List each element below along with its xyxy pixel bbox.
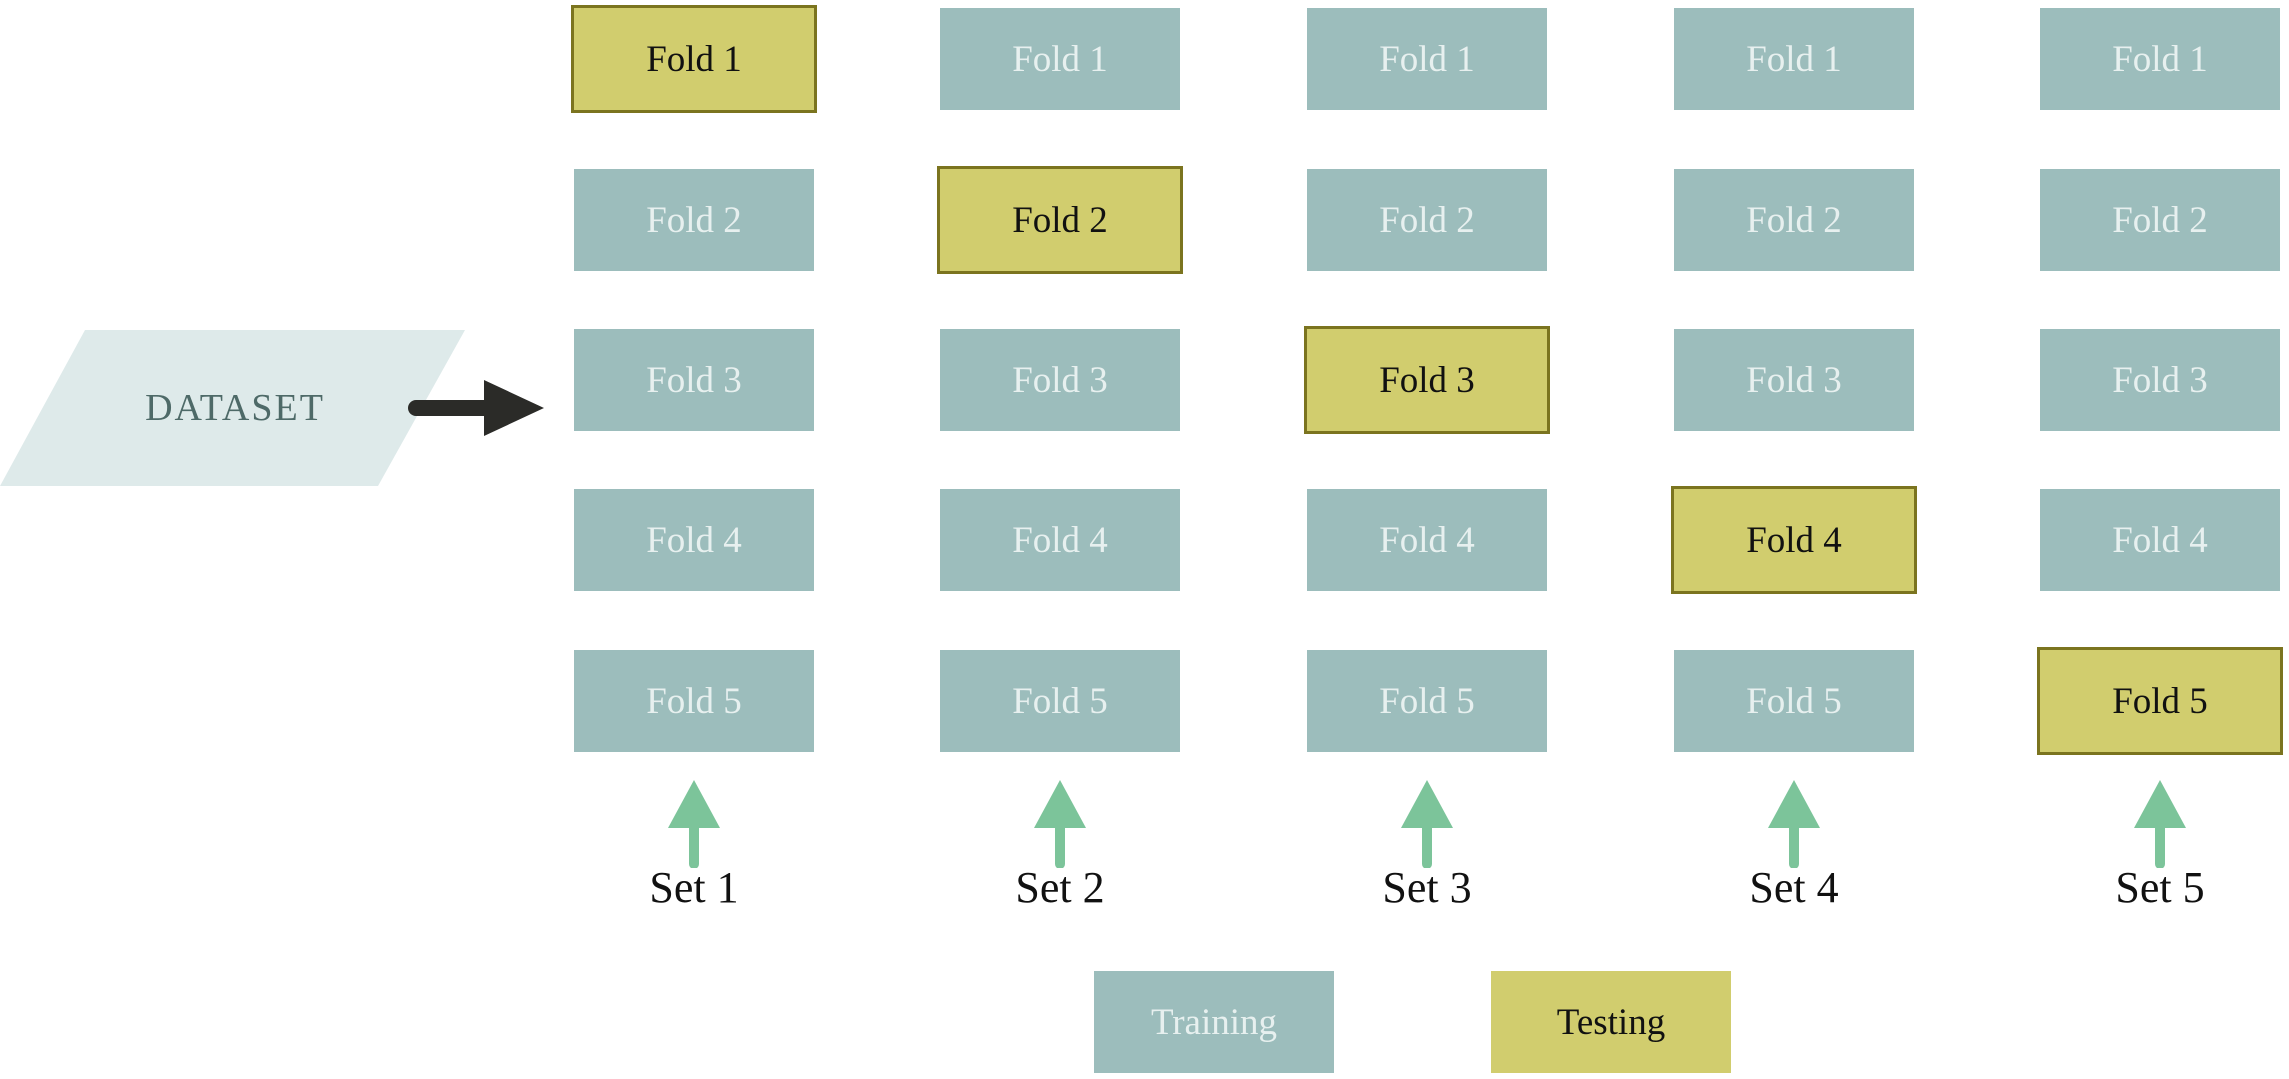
set-5-fold-2-training: Fold 2: [2040, 169, 2280, 271]
dataset-label: DATASET: [145, 387, 325, 429]
set-5-fold-4-training: Fold 4: [2040, 489, 2280, 591]
set-2-fold-5-training: Fold 5: [940, 650, 1180, 752]
set-1-fold-2-training: Fold 2: [574, 169, 814, 271]
set-4-fold-3-training: Fold 3: [1674, 329, 1914, 431]
set-1-fold-4-training: Fold 4: [574, 489, 814, 591]
set-2-fold-3-training: Fold 3: [940, 329, 1180, 431]
set-3-fold-2-training: Fold 2: [1307, 169, 1547, 271]
dataset-arrow-icon: [408, 380, 544, 436]
set-2-fold-2-testing: Fold 2: [937, 166, 1183, 274]
set-4-fold-2-training: Fold 2: [1674, 169, 1914, 271]
set-1-fold-1-testing: Fold 1: [571, 5, 817, 113]
set-4-fold-5-training: Fold 5: [1674, 650, 1914, 752]
set-1-label: Set 1: [649, 863, 739, 912]
set-3-fold-1-training: Fold 1: [1307, 8, 1547, 110]
set-5-fold-1-training: Fold 1: [2040, 8, 2280, 110]
set-5-label: Set 5: [2115, 863, 2205, 912]
set-2-label: Set 2: [1015, 863, 1105, 912]
set-3-fold-5-training: Fold 5: [1307, 650, 1547, 752]
set-2-up-arrow-icon: [1034, 780, 1086, 868]
legend-testing: Testing: [1491, 971, 1731, 1073]
set-3-fold-3-testing: Fold 3: [1304, 326, 1550, 434]
legend-training: Training: [1094, 971, 1334, 1073]
set-4-fold-4-testing: Fold 4: [1671, 486, 1917, 594]
dataset-parallelogram: [0, 330, 465, 486]
set-3-up-arrow-icon: [1401, 780, 1453, 868]
set-5-up-arrow-icon: [2134, 780, 2186, 868]
set-2-fold-4-training: Fold 4: [940, 489, 1180, 591]
set-3-fold-4-training: Fold 4: [1307, 489, 1547, 591]
set-5-fold-3-training: Fold 3: [2040, 329, 2280, 431]
set-2-fold-1-training: Fold 1: [940, 8, 1180, 110]
set-4-fold-1-training: Fold 1: [1674, 8, 1914, 110]
set-1-fold-5-training: Fold 5: [574, 650, 814, 752]
set-1-fold-3-training: Fold 3: [574, 329, 814, 431]
set-4-up-arrow-icon: [1768, 780, 1820, 868]
set-5-fold-5-testing: Fold 5: [2037, 647, 2283, 755]
set-1-up-arrow-icon: [668, 780, 720, 868]
set-4-label: Set 4: [1749, 863, 1839, 912]
set-3-label: Set 3: [1382, 863, 1472, 912]
